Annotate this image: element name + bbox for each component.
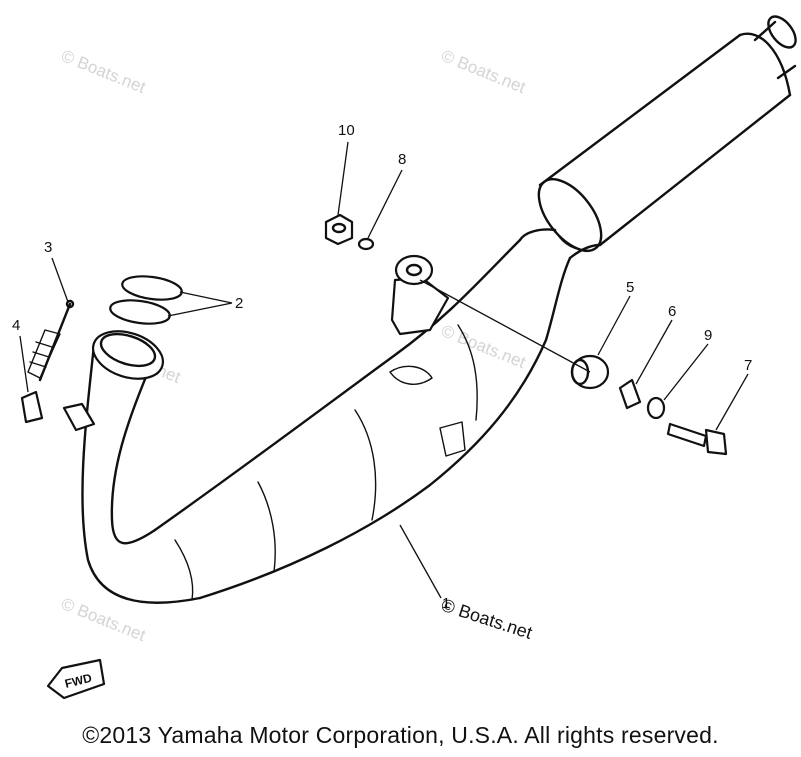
- install-guide-line: [419, 279, 591, 373]
- copyright-notice: ©2013 Yamaha Motor Corporation, U.S.A. A…: [82, 722, 719, 748]
- fwd-arrow: FWD: [46, 658, 106, 700]
- callout-7: 7: [744, 357, 752, 374]
- fwd-label: FWD: [63, 671, 93, 691]
- exhaust-pipe: [62, 15, 797, 604]
- callout-6: 6: [668, 303, 676, 320]
- gasket-rings: [109, 275, 183, 325]
- mounting-bracket: [390, 254, 450, 336]
- boats-credit: © Boats.net: [439, 595, 535, 643]
- callout-5: 5: [626, 279, 634, 296]
- callout-3: 3: [44, 239, 52, 256]
- callout-leaders: [19, 141, 749, 599]
- callout-10: 10: [338, 122, 355, 139]
- callout-4: 4: [12, 317, 20, 334]
- exhaust-spring: [20, 299, 75, 424]
- callout-8: 8: [398, 151, 406, 168]
- callout-9: 9: [704, 327, 712, 344]
- watermark: © Boats.net: [439, 46, 529, 97]
- mount-hardware: [570, 354, 728, 456]
- callout-2: 2: [235, 295, 243, 312]
- watermark: © Boats.net: [59, 46, 149, 97]
- callout-1: 1: [442, 595, 450, 612]
- watermark: © Boats.net: [439, 321, 529, 372]
- nut-and-washer: [324, 213, 375, 251]
